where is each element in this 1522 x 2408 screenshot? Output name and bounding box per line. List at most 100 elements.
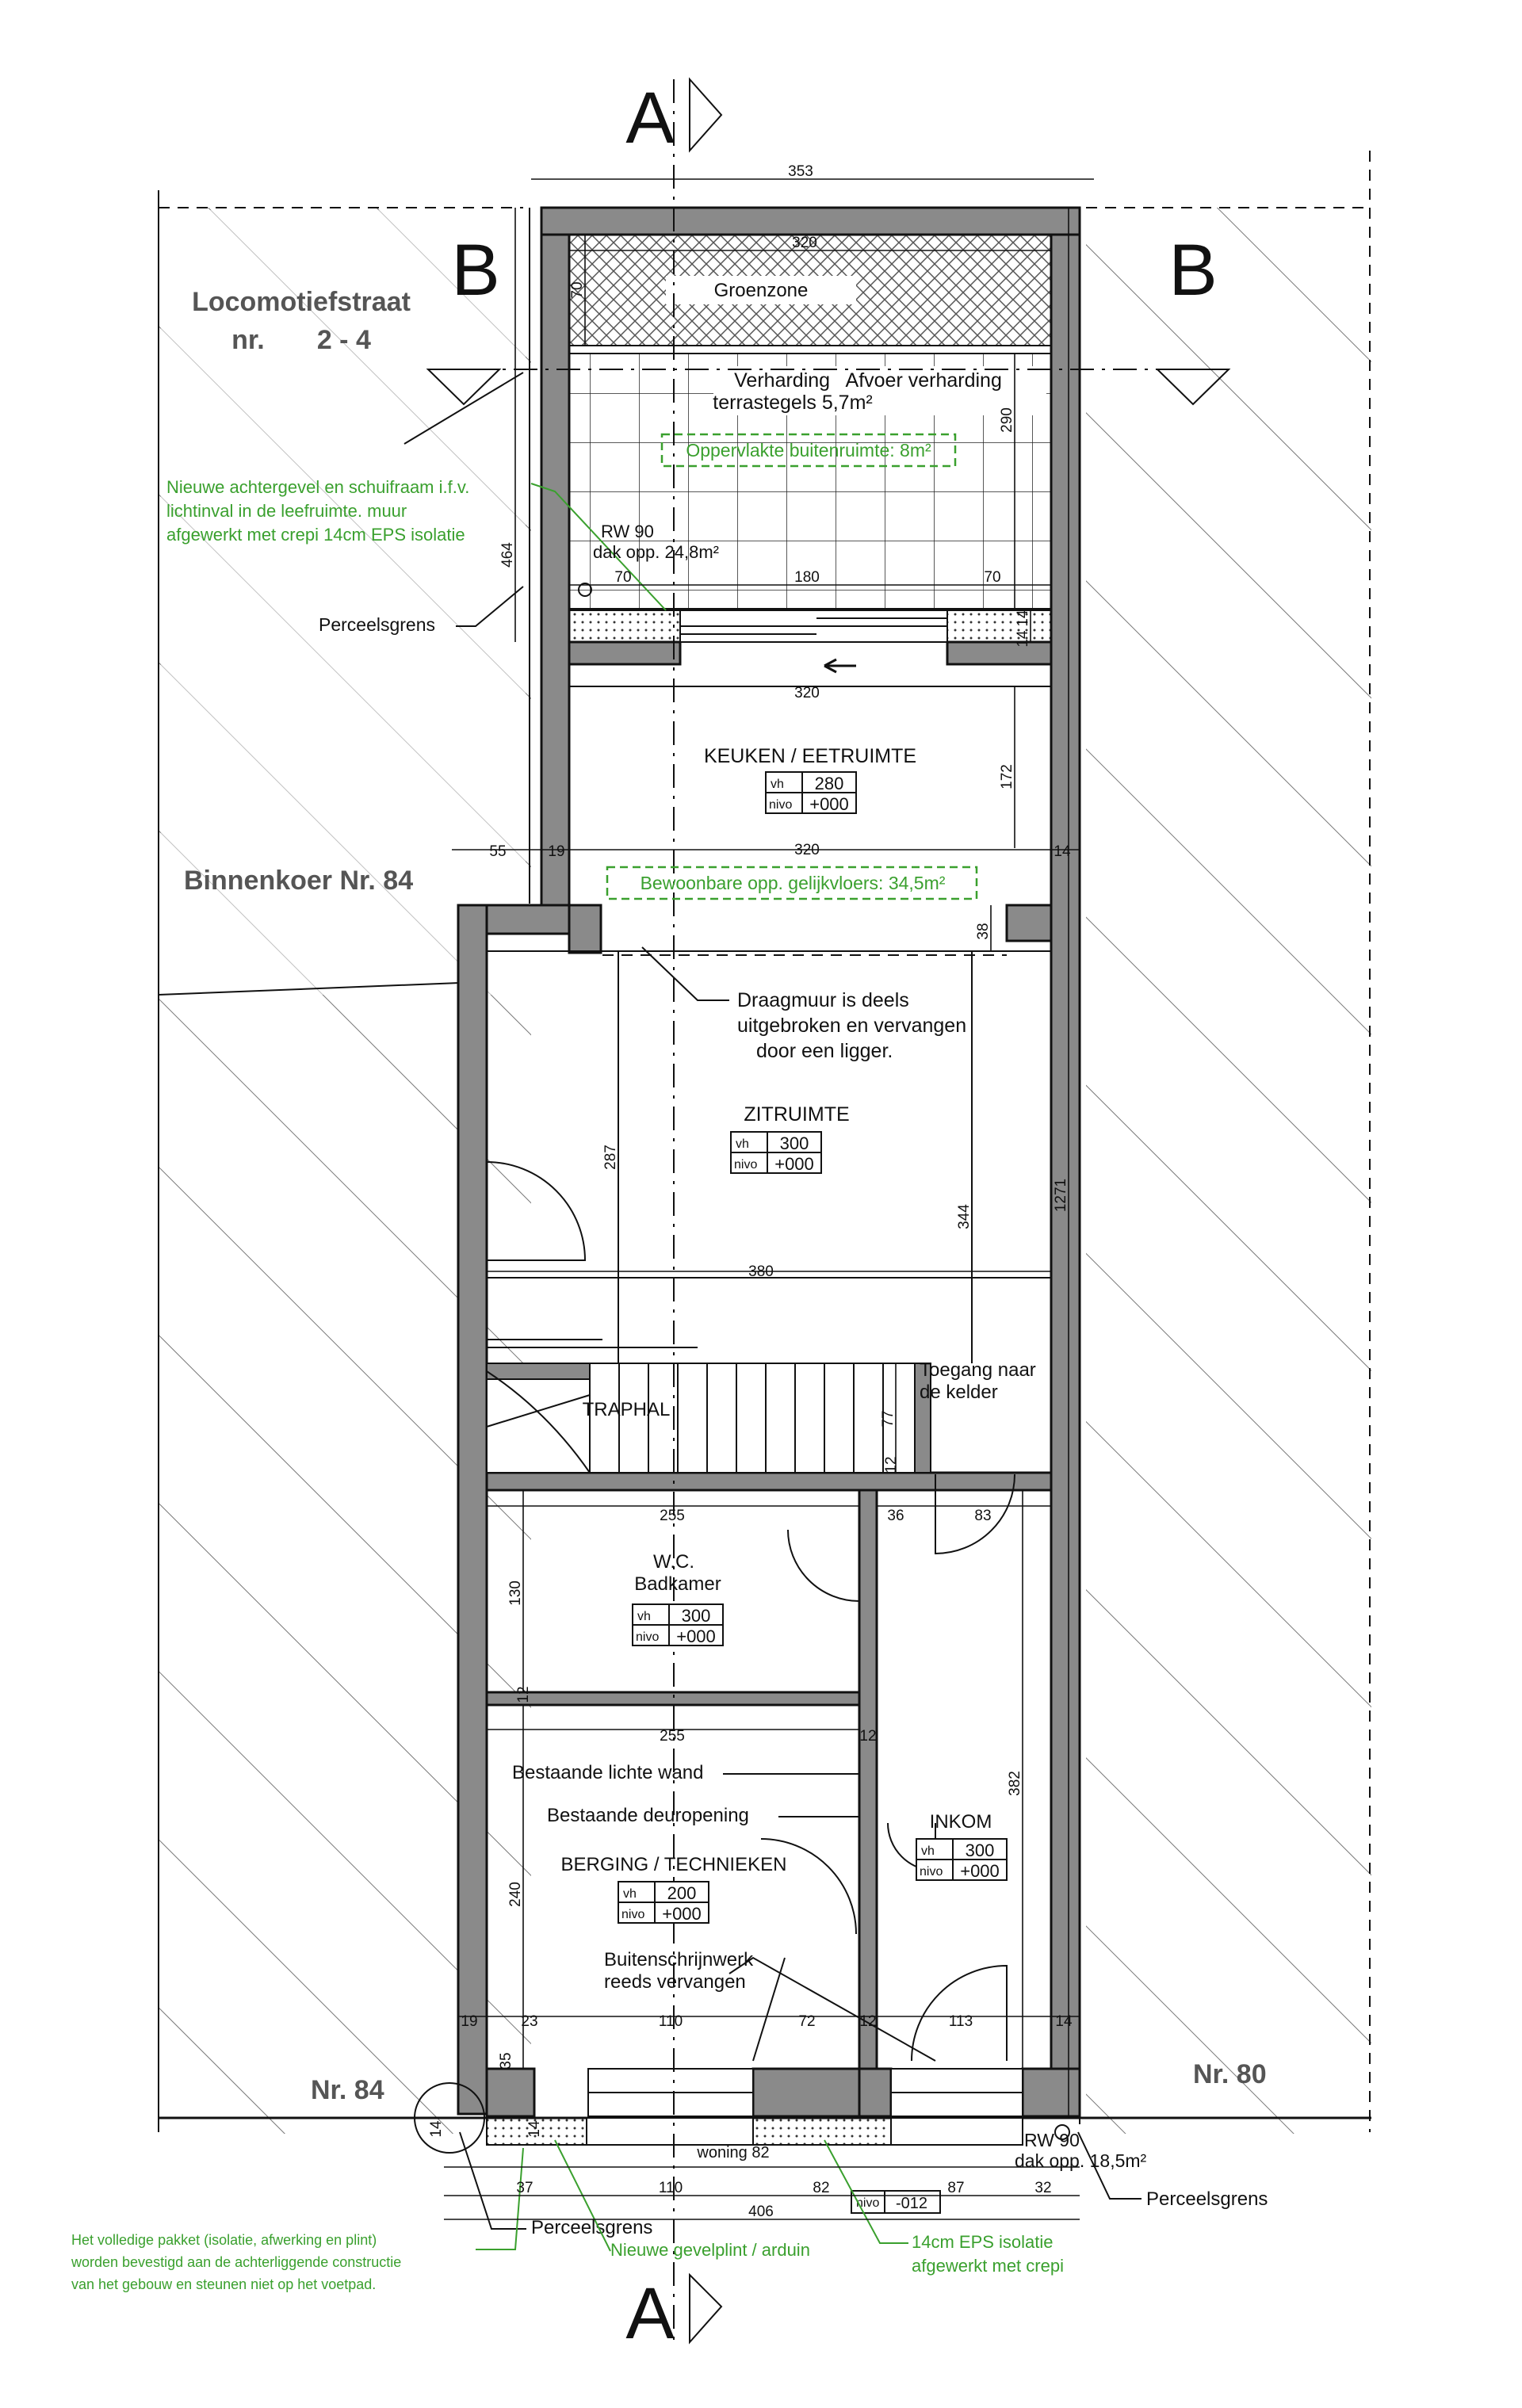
svg-text:vh: vh <box>771 778 784 791</box>
svg-text:38: 38 <box>975 923 992 939</box>
section-b-left: B <box>451 230 499 311</box>
terrace-label: Verharding Afvoer verharding <box>734 369 1002 392</box>
rear-note-3: afgewerkt met crepi 14cm EPS isolatie <box>166 525 465 545</box>
woning-note: woning 82 <box>696 2144 769 2161</box>
svg-text:110: 110 <box>659 2013 683 2030</box>
svg-text:nivo: nivo <box>636 1630 659 1644</box>
svg-text:300: 300 <box>682 1606 711 1626</box>
rwa-bottom-2: dak opp. 18,5m² <box>1015 2150 1147 2171</box>
svg-text:87: 87 <box>947 2180 964 2196</box>
kitchen-label: KEUKEN / EETRUIMTE <box>704 745 916 767</box>
svg-text:382: 382 <box>1007 1771 1023 1796</box>
svg-text:14: 14 <box>1055 2013 1073 2030</box>
svg-text:14: 14 <box>1054 843 1071 860</box>
svg-text:77: 77 <box>880 1410 897 1427</box>
svg-text:82: 82 <box>813 2180 829 2196</box>
svg-text:vh: vh <box>637 1610 651 1623</box>
svg-text:nivo: nivo <box>734 1158 757 1172</box>
svg-text:464: 464 <box>499 542 516 568</box>
svg-text:12: 12 <box>515 1686 532 1703</box>
svg-text:vh: vh <box>921 1844 935 1858</box>
svg-text:280: 280 <box>815 774 844 793</box>
svg-text:14: 14 <box>428 2120 445 2138</box>
eps-note-2: afgewerkt met crepi <box>912 2256 1064 2276</box>
storage-label: BERGING / TECHNIEKEN <box>561 1854 787 1875</box>
draagmuur-note-2: uitgebroken en vervangen <box>737 1015 966 1037</box>
svg-text:nivo: nivo <box>621 1908 644 1921</box>
street-level-box: nivo -012 <box>851 2190 941 2214</box>
gevelplint-note: Nieuwe gevelplint / arduin <box>610 2240 810 2260</box>
svg-text:130: 130 <box>507 1580 524 1606</box>
wc-label: W.C. <box>653 1551 694 1573</box>
svg-text:19: 19 <box>548 843 564 860</box>
stairs-label: TRAPHAL <box>583 1399 671 1420</box>
svg-text:+000: +000 <box>809 794 849 814</box>
pakket-note-1: Het volledige pakket (isolatie, afwerkin… <box>71 2232 377 2248</box>
kitchen-level-box: vh 280 nivo +000 <box>765 771 857 814</box>
rwa-bottom-1: RW 90 <box>1024 2130 1080 2150</box>
svg-text:nivo: nivo <box>769 798 792 812</box>
section-a-bottom: A <box>625 2273 675 2354</box>
svg-text:+000: +000 <box>960 1861 1000 1881</box>
svg-text:113: 113 <box>949 2013 973 2030</box>
neighbour-right-number: Nr. 80 <box>1193 2059 1267 2089</box>
buitenschrijnwerk-note-1: Buitenschrijnwerk <box>604 1949 754 1970</box>
svg-text:320: 320 <box>792 235 817 251</box>
rwa-top-1: RW 90 <box>601 522 654 541</box>
svg-text:vh: vh <box>623 1887 637 1901</box>
svg-text:172: 172 <box>999 764 1015 789</box>
perceelsgrens-bottom-right: Perceelsgrens <box>1146 2188 1268 2210</box>
svg-text:+000: +000 <box>662 1904 702 1924</box>
living-label: ZITRUIMTE <box>744 1103 849 1126</box>
svg-text:255: 255 <box>660 1728 685 1745</box>
svg-text:70: 70 <box>984 569 1000 586</box>
svg-text:287: 287 <box>602 1145 619 1170</box>
toegang-note-2: de kelder <box>920 1382 998 1403</box>
stairs <box>486 1363 931 1473</box>
svg-text:-012: -012 <box>896 2195 927 2212</box>
svg-text:19: 19 <box>461 2013 477 2030</box>
pakket-note-2: worden bevestigd aan de achterliggende c… <box>71 2254 401 2270</box>
svg-text:353: 353 <box>788 163 813 180</box>
svg-text:nivo: nivo <box>920 1865 943 1879</box>
svg-text:70: 70 <box>614 569 631 586</box>
svg-text:70: 70 <box>569 281 586 298</box>
entrance-level-box: vh 300 nivo +000 <box>916 1838 1008 1881</box>
svg-text:36: 36 <box>887 1508 904 1524</box>
svg-text:380: 380 <box>748 1263 774 1280</box>
svg-text:240: 240 <box>507 1882 524 1907</box>
svg-text:255: 255 <box>660 1508 685 1524</box>
toegang-note-1: Toegang naar <box>920 1359 1036 1381</box>
svg-text:nivo: nivo <box>856 2196 879 2210</box>
rear-sliding-window <box>679 610 948 674</box>
walls <box>457 206 1081 2118</box>
svg-text:344: 344 <box>956 1204 973 1229</box>
svg-text:72: 72 <box>798 2013 815 2030</box>
svg-text:320: 320 <box>794 685 820 701</box>
terrace-area: terrastegels 5,7m² <box>713 392 872 414</box>
svg-text:vh: vh <box>736 1137 749 1151</box>
rear-note-2: lichtinval in de leefruimte. muur <box>166 501 407 521</box>
draagmuur-note-1: Draagmuur is deels <box>737 989 909 1011</box>
section-a-top: A <box>625 78 675 159</box>
svg-text:+000: +000 <box>774 1154 814 1174</box>
svg-text:300: 300 <box>780 1133 809 1153</box>
living-area-label: Bewoonbare opp. gelijkvloers: 34,5m² <box>641 873 946 893</box>
svg-text:14: 14 <box>1015 610 1031 627</box>
entrance-label: INKOM <box>930 1811 992 1833</box>
door-arcs <box>486 1161 1015 2062</box>
svg-text:1271: 1271 <box>1053 1179 1069 1212</box>
draagmuur-note-3: door een ligger. <box>756 1040 893 1062</box>
svg-text:32: 32 <box>1034 2180 1051 2196</box>
svg-text:37: 37 <box>516 2180 533 2196</box>
garden-label: Groenzone <box>714 280 809 301</box>
street-number: nr. 2 - 4 <box>231 325 371 355</box>
storage-level-box: vh 200 nivo +000 <box>618 1881 709 1924</box>
deuropening-note: Bestaande deuropening <box>547 1805 749 1826</box>
eps-note-1: 14cm EPS isolatie <box>912 2232 1054 2252</box>
neighbour-left-number: Nr. 84 <box>311 2075 384 2105</box>
living-level-box: vh 300 nivo +000 <box>730 1131 822 1174</box>
svg-text:23: 23 <box>521 2013 537 2030</box>
svg-text:406: 406 <box>748 2204 774 2220</box>
section-lines <box>426 77 1231 2346</box>
